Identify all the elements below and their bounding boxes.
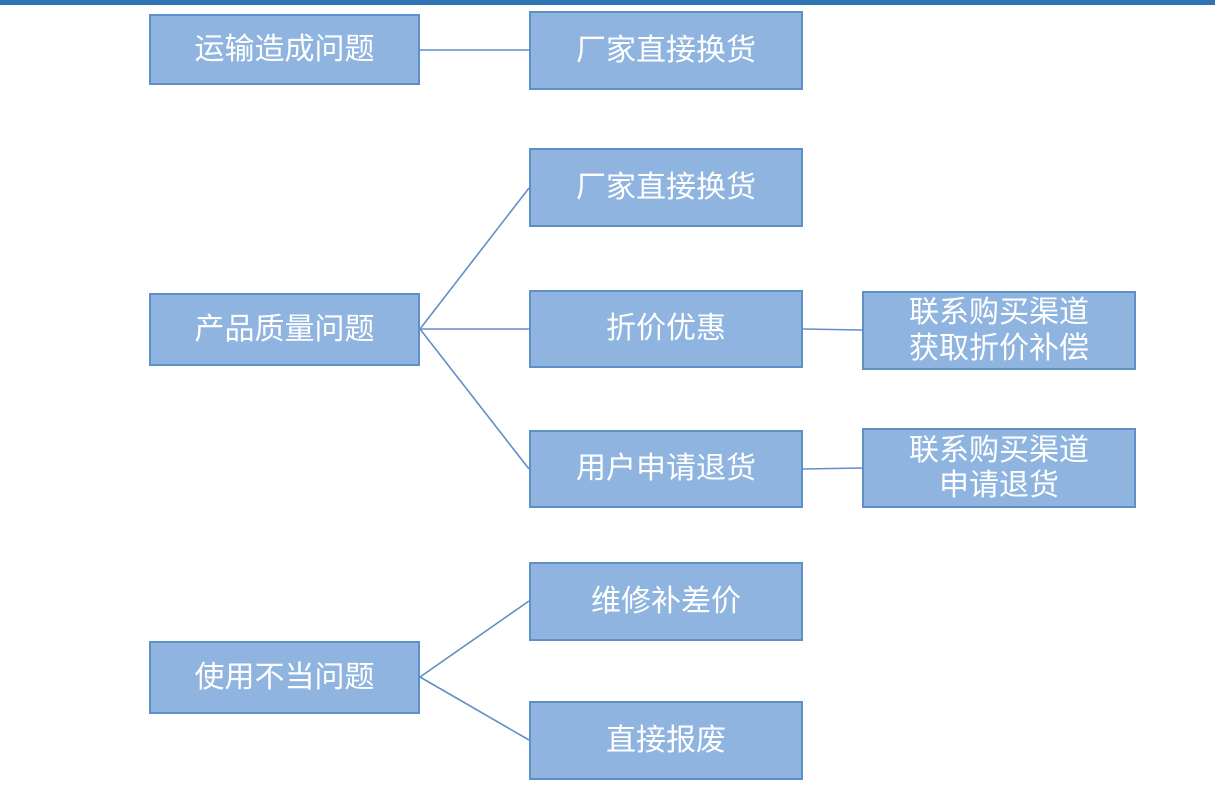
connector-quality-to-return — [419, 328, 530, 470]
node-discount-offer: 折价优惠 — [529, 290, 803, 368]
node-quality-problem: 产品质量问题 — [149, 293, 420, 366]
connector-discount-to-detail — [802, 328, 863, 331]
node-misuse-problem: 使用不当问题 — [149, 641, 420, 714]
node-factory-exchange-1: 厂家直接换货 — [529, 11, 803, 90]
node-direct-scrap: 直接报废 — [529, 701, 803, 780]
connector-misuse-to-scrap — [419, 676, 530, 741]
node-transport-problem: 运输造成问题 — [149, 14, 420, 85]
top-accent-bar — [0, 0, 1215, 5]
node-user-return-request: 用户申请退货 — [529, 430, 803, 508]
connector-return-to-detail — [802, 467, 863, 470]
node-contact-channel-return: 联系购买渠道 申请退货 — [862, 428, 1136, 508]
connector-misuse-to-repair — [419, 600, 530, 678]
node-contact-channel-discount: 联系购买渠道 获取折价补偿 — [862, 291, 1136, 370]
node-factory-exchange-2: 厂家直接换货 — [529, 148, 803, 227]
node-repair-pay-difference: 维修补差价 — [529, 562, 803, 641]
connector-quality-to-exchange — [419, 187, 530, 330]
